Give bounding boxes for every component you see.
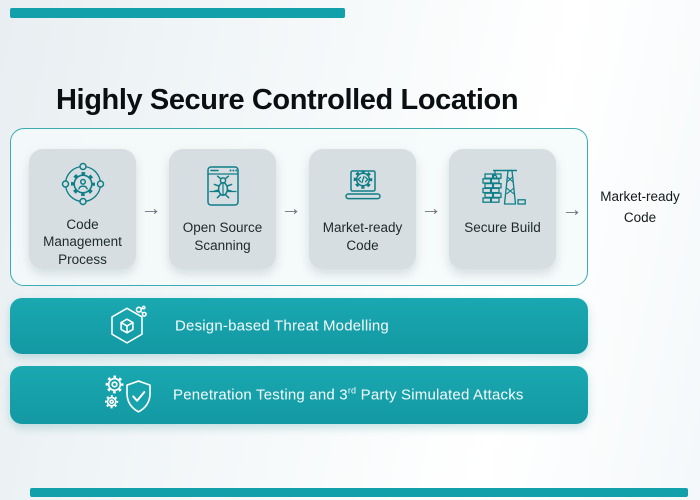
step-card-market-ready-code: Market-ready Code bbox=[309, 149, 416, 269]
arrow-icon: → bbox=[140, 197, 162, 220]
pipeline-output-label: Market-ready Code bbox=[600, 189, 680, 225]
banner-label-prefix: Penetration Testing and 3 bbox=[173, 386, 348, 404]
step-label: Market-ready Code bbox=[322, 220, 403, 253]
bricks-crane-icon bbox=[475, 158, 531, 214]
banner-penetration-testing: Penetration Testing and 3rd Party Simula… bbox=[10, 366, 588, 424]
step-card-open-source-scanning: Open Source Scanning bbox=[169, 149, 276, 269]
browser-bug-scan-icon bbox=[197, 158, 249, 214]
bottom-accent-bar bbox=[30, 488, 688, 497]
secure-location-container: Code Management Process bbox=[10, 128, 588, 286]
banner-label-superscript: rd bbox=[347, 385, 357, 396]
step-label: Secure Build bbox=[464, 220, 541, 235]
step-card-secure-build: Secure Build bbox=[449, 149, 556, 269]
hexagon-cube-icon bbox=[107, 305, 147, 348]
banner-label-suffix: Party Simulated Attacks bbox=[356, 386, 524, 404]
step-label: Code Management Process bbox=[43, 216, 122, 268]
banner-label: Design-based Threat Modelling bbox=[175, 317, 389, 335]
banner-threat-modelling: Design-based Threat Modelling bbox=[10, 298, 588, 354]
arrow-icon: → bbox=[280, 197, 302, 220]
step-card-code-management: Code Management Process bbox=[29, 149, 136, 269]
arrow-icon: → bbox=[561, 198, 583, 221]
page-title: Highly Secure Controlled Location bbox=[56, 84, 519, 116]
step-label: Open Source Scanning bbox=[182, 220, 263, 253]
arrow-icon: → bbox=[420, 197, 442, 220]
top-accent-bar bbox=[10, 8, 345, 18]
code-management-gear-icon bbox=[57, 158, 109, 211]
banner-label: Penetration Testing and 3rd Party Simula… bbox=[173, 385, 524, 404]
gears-shield-check-icon bbox=[100, 371, 154, 419]
laptop-code-gear-icon bbox=[337, 158, 389, 214]
